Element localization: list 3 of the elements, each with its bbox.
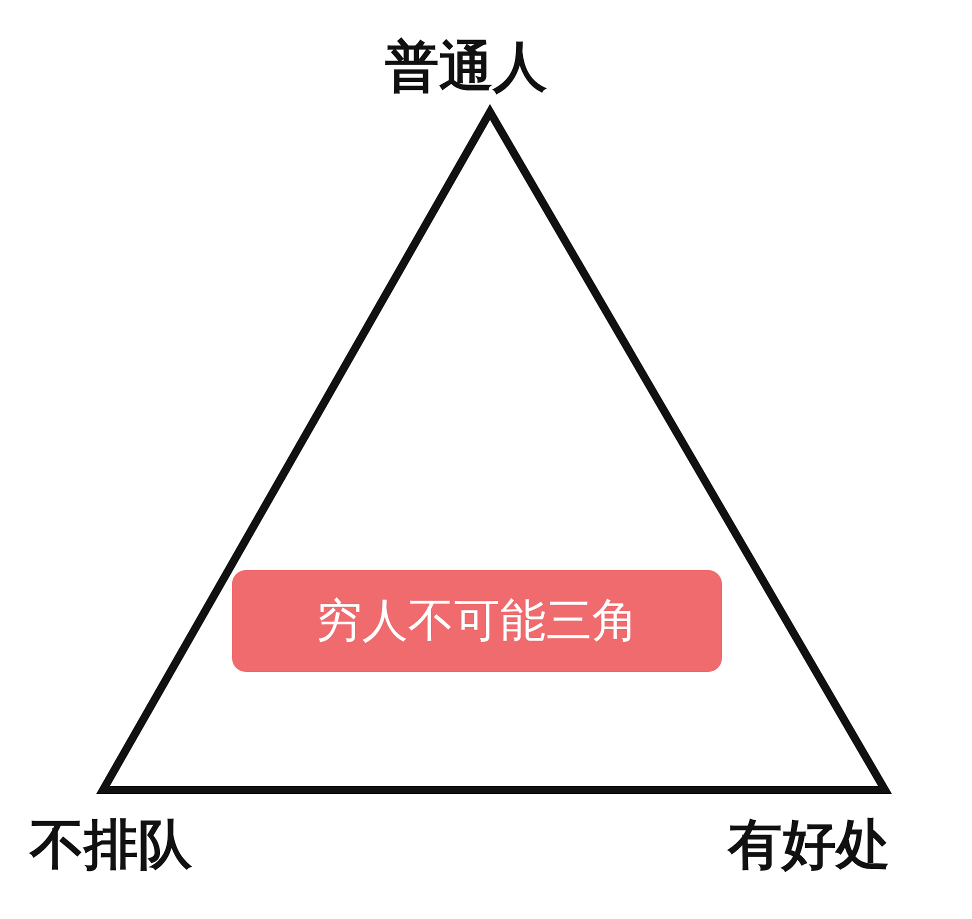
- vertex-label: 不排队: [30, 818, 192, 872]
- title-box: 穷人不可能三角: [232, 570, 722, 672]
- vertex-label: 有好处: [728, 818, 890, 872]
